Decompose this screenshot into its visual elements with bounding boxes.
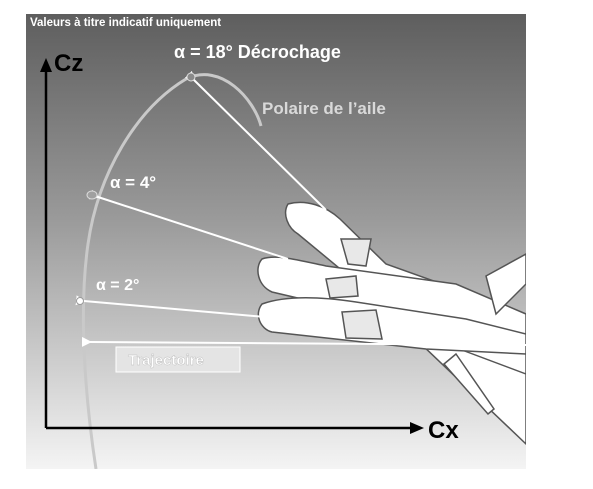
trajectory-label: Trajectoire bbox=[128, 352, 204, 369]
x-axis-arrowhead bbox=[410, 422, 424, 434]
polar-diagram: Valeurs à titre indicatif uniquement Pol… bbox=[26, 14, 526, 469]
polar-curve bbox=[81, 73, 263, 469]
arrow-trajectory bbox=[81, 336, 526, 347]
arrow-to-alpha4 bbox=[88, 189, 289, 260]
y-axis-label: Cz bbox=[54, 50, 83, 77]
disclaimer-note: Valeurs à titre indicatif uniquement bbox=[30, 17, 221, 29]
point-stall bbox=[186, 72, 196, 82]
aircraft-level bbox=[257, 253, 526, 416]
point-alpha4 bbox=[86, 190, 98, 200]
arrow-to-alpha2 bbox=[75, 295, 289, 320]
label-stall: α = 18° Décrochage bbox=[174, 42, 341, 62]
trajectory-box bbox=[115, 346, 241, 373]
x-axis-label: Cx bbox=[428, 417, 459, 444]
arrow-to-stall bbox=[184, 70, 327, 211]
y-axis-arrowhead bbox=[40, 58, 52, 72]
curve-label: Polaire de l’aile bbox=[262, 99, 386, 118]
panel-background bbox=[26, 14, 526, 469]
label-alpha4: α = 4° bbox=[110, 173, 156, 192]
label-alpha2: α = 2° bbox=[96, 277, 139, 294]
point-alpha2 bbox=[76, 297, 84, 305]
